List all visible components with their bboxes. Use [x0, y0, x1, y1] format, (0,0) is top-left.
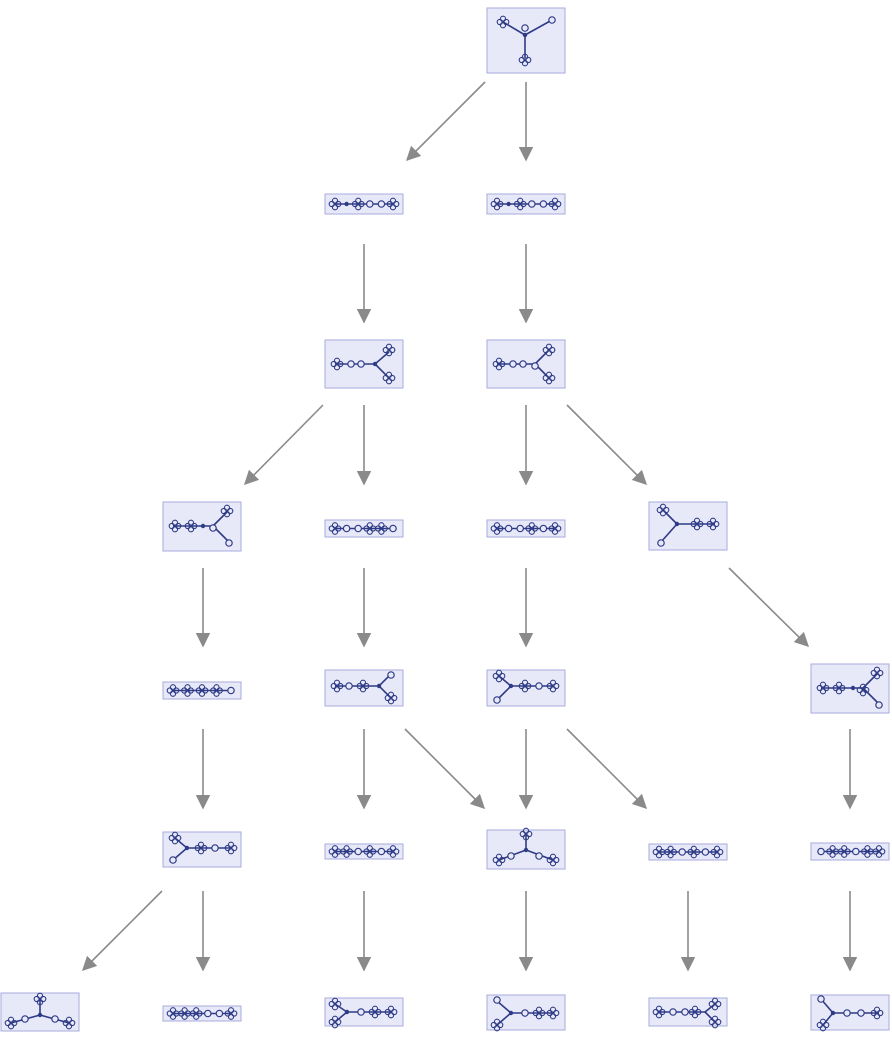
node-glyph [652, 997, 722, 1029]
node-glyph [328, 522, 397, 535]
node-glyph [168, 831, 238, 864]
node-glyph [652, 845, 724, 859]
node-glyph [330, 343, 396, 385]
node-glyph [168, 504, 234, 547]
edge-n2a-to-n3a [243, 404, 324, 486]
state-node-n5e[interactable] [810, 842, 890, 861]
state-node-n3a[interactable] [162, 501, 242, 552]
state-node-n3b[interactable] [324, 519, 404, 538]
state-node-n4b[interactable] [324, 669, 404, 707]
edge-n2b-to-n3d [566, 404, 648, 486]
node-glyph [492, 343, 556, 385]
state-node-n4c[interactable] [486, 669, 566, 707]
node-glyph [656, 503, 720, 547]
state-node-n6a[interactable] [0, 992, 80, 1032]
edge-n4b-to-n5c [404, 728, 486, 810]
node-glyph [490, 197, 562, 211]
node-glyph [492, 669, 560, 704]
node-glyph [817, 845, 886, 858]
state-node-n4a[interactable] [162, 681, 242, 700]
state-node-n6e[interactable] [648, 997, 728, 1029]
edges-layer [81, 81, 858, 972]
node-glyph [328, 997, 398, 1029]
node-glyph [492, 827, 560, 867]
state-node-n6b[interactable] [162, 1005, 242, 1022]
state-node-n5b[interactable] [324, 843, 404, 860]
node-glyph [496, 15, 556, 67]
node-glyph [490, 522, 562, 535]
node-glyph [816, 995, 884, 1032]
node-glyph [816, 666, 884, 709]
node-glyph [328, 845, 400, 858]
state-node-n6d[interactable] [486, 994, 566, 1032]
node-glyph [166, 684, 235, 697]
state-node-n2b[interactable] [486, 339, 566, 389]
state-node-n5d[interactable] [648, 843, 728, 861]
state-node-n6c[interactable] [324, 997, 404, 1029]
state-node-n3d[interactable] [648, 501, 728, 551]
node-glyph [166, 1007, 238, 1020]
node-glyph [490, 996, 560, 1032]
state-node-n1a[interactable] [324, 193, 404, 215]
state-node-n0[interactable] [486, 7, 566, 74]
nodes-layer [0, 7, 890, 1032]
state-node-n4d[interactable] [810, 663, 890, 714]
state-node-n2a[interactable] [324, 339, 404, 389]
node-glyph [4, 992, 76, 1030]
edge-n5a-to-n6a [81, 890, 163, 972]
state-node-n5c[interactable] [486, 827, 566, 870]
edge-n4c-to-n5d [566, 728, 648, 810]
edge-n3d-to-n4d [728, 567, 810, 648]
state-node-n1b[interactable] [486, 193, 566, 215]
node-glyph [328, 197, 400, 211]
node-glyph [330, 671, 398, 705]
edge-n0-to-n1a [405, 81, 486, 162]
state-node-n3c[interactable] [486, 519, 566, 538]
state-node-n6f[interactable] [810, 994, 890, 1032]
state-node-n5a[interactable] [162, 831, 242, 868]
